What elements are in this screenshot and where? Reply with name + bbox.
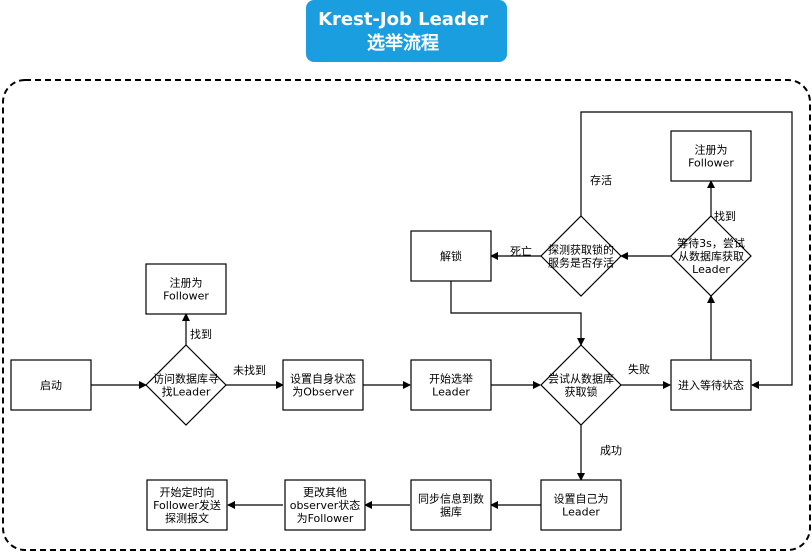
node-send-probe-label-line-1: 开始定时向 <box>160 485 215 499</box>
edge-labels: 找到 未找到 失败 成功 找到 存活 死亡 <box>190 173 736 457</box>
node-change-observers-label-line-1: 更改其他 <box>303 485 347 499</box>
node-set-observer: 设置自身状态为Observer <box>282 359 364 411</box>
node-start: 启动 <box>10 359 92 411</box>
node-wait-retry-label-line-3: Leader <box>692 263 730 276</box>
node-sync-info: 同步信息到数据库 <box>410 479 492 531</box>
node-unlock-label-line-1: 解锁 <box>440 249 462 263</box>
node-wait-retry-label-line-2: 从数据库获取 <box>678 249 744 263</box>
node-sync-info-label: 同步信息到数据库 <box>418 492 484 519</box>
node-register-follower-right-label-line-1: 注册为 <box>695 143 728 157</box>
title-line-1: Krest-Job Leader <box>318 9 488 30</box>
node-change-observers-label-line-2: observer状态 <box>290 498 361 512</box>
node-probe-alive-label-line-2: 服务是否存活 <box>548 256 614 270</box>
node-wait-state-label-line-1: 进入等待状态 <box>678 378 744 392</box>
title-box <box>306 0 507 62</box>
node-visit-db-label-line-2: 找Leader <box>162 385 211 399</box>
node-wait-state: 进入等待状态 <box>670 359 752 411</box>
node-try-acquire-lock-label-line-2: 获取锁 <box>565 385 598 399</box>
process-frame <box>2 79 811 551</box>
node-sync-info-label-line-2: 据库 <box>440 505 462 519</box>
node-probe-alive: 探测获取锁的服务是否存活 <box>540 215 622 297</box>
node-set-observer-label-line-1: 设置自身状态 <box>290 372 356 386</box>
edge-label-dead: 死亡 <box>510 244 532 258</box>
title-line-2: 选举流程 <box>367 32 439 54</box>
node-visit-db-label: 访问数据库寻找Leader <box>153 372 219 399</box>
edge-label-fail: 失败 <box>628 362 650 376</box>
edge-probe-alive-loop <box>580 111 793 389</box>
edge-unlock-to-try <box>450 281 585 346</box>
node-visit-db: 访问数据库寻找Leader <box>145 344 227 426</box>
node-register-follower-right-label-line-2: Follower <box>688 157 734 170</box>
node-try-acquire-lock-label-line-1: 尝试从数据库 <box>548 372 614 386</box>
node-wait-retry-label-line-1: 等待3s，尝试 <box>677 236 745 250</box>
node-probe-alive-label-line-1: 探测获取锁的 <box>548 243 614 257</box>
edges <box>91 111 793 509</box>
edge-label-found-right: 找到 <box>714 209 736 223</box>
node-register-follower-left-label-line-1: 注册为 <box>170 276 203 290</box>
node-sync-info-label-line-1: 同步信息到数 <box>418 492 484 506</box>
node-start-election-label-line-2: Leader <box>432 386 470 399</box>
node-change-observers-label-line-3: 为Follower <box>297 512 354 525</box>
node-set-observer-label-line-2: 为Observer <box>292 386 354 399</box>
title-banner: Krest-Job Leader 选举流程 <box>306 0 507 62</box>
node-set-observer-label: 设置自身状态为Observer <box>290 372 356 399</box>
edge-label-alive: 存活 <box>590 173 612 187</box>
node-probe-alive-label: 探测获取锁的服务是否存活 <box>548 243 614 270</box>
node-set-leader-label-line-2: Leader <box>562 506 600 519</box>
edge-label-found-left: 找到 <box>190 327 212 341</box>
node-visit-db-label-line-1: 访问数据库寻 <box>153 372 219 386</box>
node-start-label-line-1: 启动 <box>40 379 62 392</box>
node-start-election-label-line-1: 开始选举 <box>429 372 473 386</box>
node-register-follower-left-label-line-2: Follower <box>163 290 209 303</box>
edge-label-success: 成功 <box>600 444 622 457</box>
node-set-leader-label-line-1: 设置自己为 <box>554 493 609 506</box>
node-send-probe-label-line-3: 探测报文 <box>165 511 209 525</box>
node-unlock: 解锁 <box>410 230 492 282</box>
node-try-acquire-lock-label: 尝试从数据库获取锁 <box>548 372 614 399</box>
node-wait-state-label: 进入等待状态 <box>678 378 744 392</box>
edge-label-not-found: 未找到 <box>233 363 266 377</box>
node-send-probe-label-line-2: Follower发送 <box>153 498 221 512</box>
node-try-acquire-lock: 尝试从数据库获取锁 <box>540 344 622 426</box>
node-unlock-label: 解锁 <box>440 249 462 263</box>
node-start-label: 启动 <box>40 379 62 392</box>
